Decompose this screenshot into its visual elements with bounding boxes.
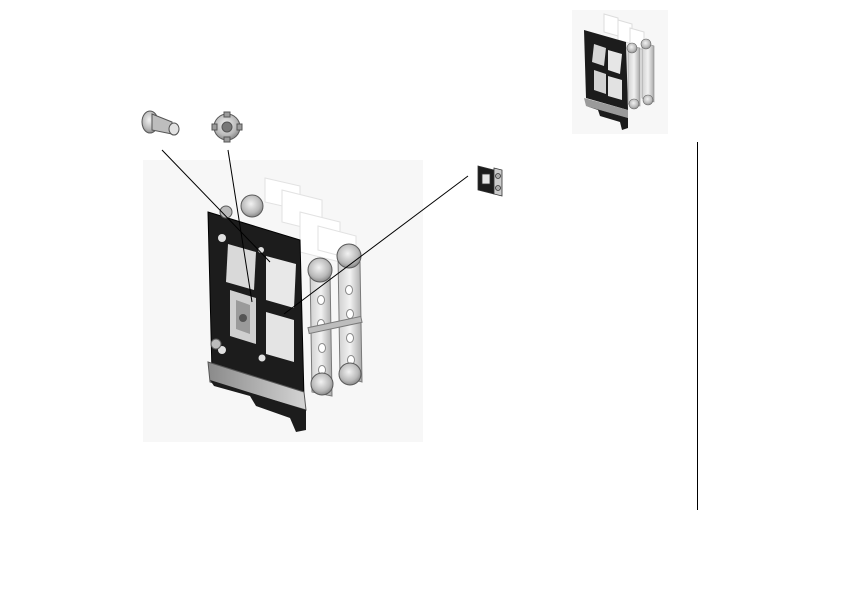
sheet-divider-line [697,142,698,510]
assembled-bracket-thumbnail-icon [572,10,668,134]
shoulder-pin-icon [141,110,180,136]
leader-line-subassembly [283,175,469,315]
bracket-subassembly-icon [477,165,503,197]
leader-line-nut [227,149,253,303]
mounting-bracket-assembly-icon [207,177,363,432]
leader-line-pin [161,149,271,263]
assembly-nuts [210,194,362,396]
gear-nut-icon [211,111,243,143]
base-foot [207,361,307,432]
vertical-rails [307,255,363,397]
leader-lines [161,149,469,315]
